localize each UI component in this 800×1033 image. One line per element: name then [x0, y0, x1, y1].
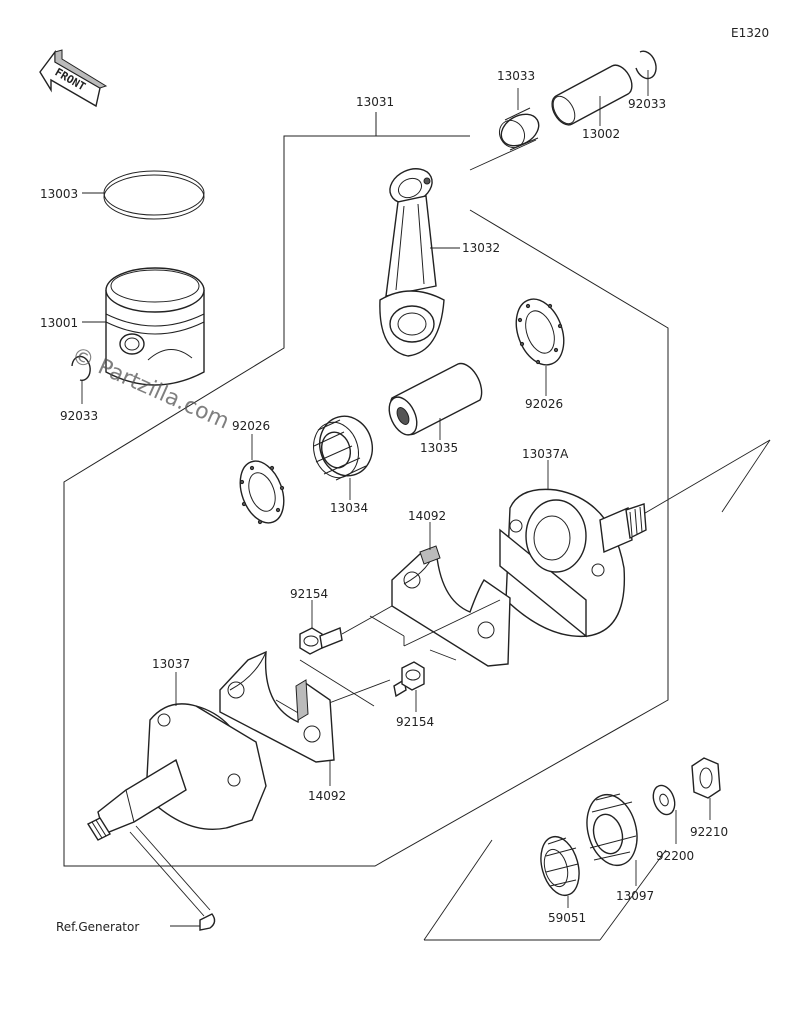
nut-92210 — [691, 757, 721, 820]
label-13001: 13001 — [40, 316, 78, 330]
label-92154-top: 92154 — [290, 587, 328, 601]
crank-pin-13035 — [388, 362, 483, 440]
front-arrow-icon: FRONT — [39, 49, 108, 108]
label-92154-bottom: 92154 — [396, 715, 434, 729]
label-92033-top: 92033 — [628, 97, 666, 111]
ref-generator-arrow — [170, 913, 216, 931]
label-13037: 13037 — [152, 657, 190, 671]
gear-group-frame — [423, 839, 667, 941]
connecting-rod-13032 — [379, 168, 460, 357]
label-92200: 92200 — [656, 849, 694, 863]
gear-13097 — [586, 793, 638, 886]
piston-pin-13002 — [551, 64, 633, 126]
crankshaft-right-13037A — [499, 439, 771, 638]
label-13031: 13031 — [356, 95, 394, 109]
assembly-frame — [63, 112, 669, 867]
label-13033: 13033 — [497, 69, 535, 83]
label-13035: 13035 — [420, 441, 458, 455]
diagram-code: E1320 — [731, 26, 769, 40]
thrust-washer-92026-right — [515, 298, 565, 396]
label-13034: 13034 — [330, 501, 368, 515]
circlip-92033-top — [635, 50, 657, 96]
washer-92200 — [652, 784, 677, 844]
counterweight-14092-top — [391, 522, 511, 667]
label-13002: 13002 — [582, 127, 620, 141]
label-13003: 13003 — [40, 187, 78, 201]
piston-13001 — [82, 267, 205, 386]
thrust-washer-92026-left — [239, 434, 285, 525]
label-92026-right: 92026 — [525, 397, 563, 411]
label-92210: 92210 — [690, 825, 728, 839]
label-13032: 13032 — [462, 241, 500, 255]
label-92033-left: 92033 — [60, 409, 98, 423]
crankshaft-left-13037 — [86, 672, 267, 917]
counterweight-14092-bottom — [219, 650, 335, 786]
gear-59051 — [540, 835, 580, 908]
piston-ring-13003 — [82, 170, 205, 220]
circlip-92033-left — [71, 355, 91, 404]
small-end-bearing-13033 — [469, 88, 540, 171]
ref-generator-note: Ref.Generator — [56, 920, 139, 934]
bolt-92154-bottom — [393, 661, 425, 712]
assembly-guides — [275, 599, 501, 715]
label-13037A: 13037A — [522, 447, 569, 461]
big-end-bearing-13034 — [313, 415, 373, 500]
label-14092-top: 14092 — [408, 509, 446, 523]
label-59051: 59051 — [548, 911, 586, 925]
label-92026-left: 92026 — [232, 419, 270, 433]
label-14092-bottom: 14092 — [308, 789, 346, 803]
bolt-92154-top — [299, 600, 393, 655]
label-13097: 13097 — [616, 889, 654, 903]
